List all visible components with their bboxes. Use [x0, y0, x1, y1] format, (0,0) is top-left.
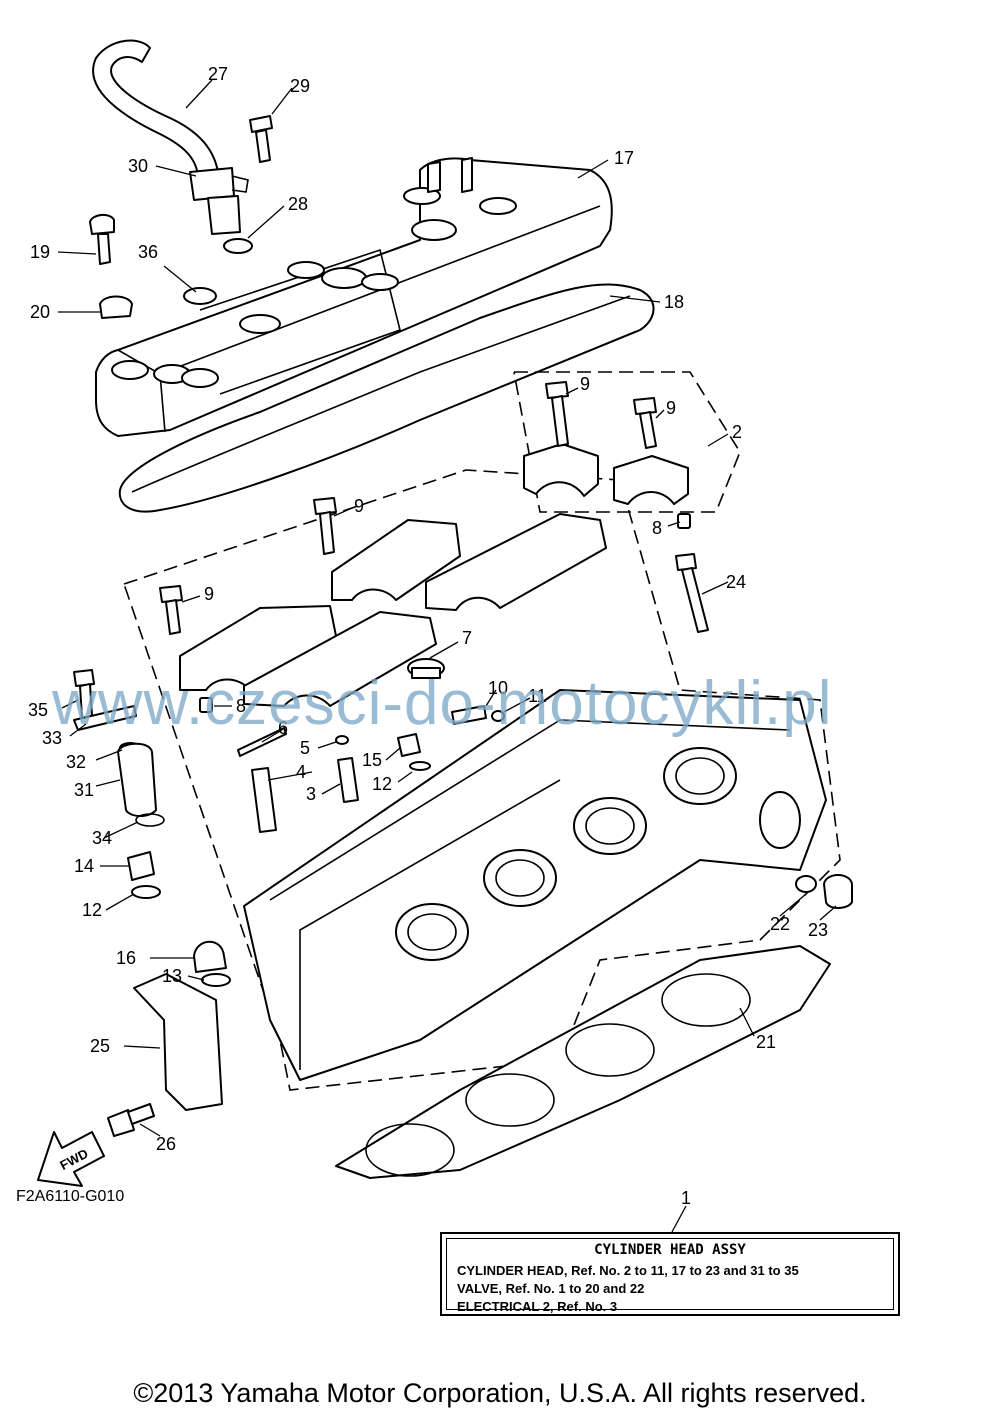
callout-16: 16 — [116, 948, 136, 968]
callout-3: 3 — [306, 784, 316, 804]
cap-31 — [117, 742, 157, 817]
callout-8-b: 8 — [236, 696, 246, 716]
callout-17: 17 — [614, 148, 634, 168]
callout-9-b: 9 — [666, 398, 676, 418]
callout-22: 22 — [770, 914, 790, 934]
watermark-text: www.czesci-do-motocykli.pl — [52, 669, 833, 738]
plug-36 — [183, 287, 217, 305]
bracket-33 — [73, 705, 137, 731]
callout-8-a: 8 — [652, 518, 662, 538]
cover-gasket — [118, 283, 655, 513]
o-ring-28 — [223, 238, 253, 254]
callout-5: 5 — [300, 738, 310, 758]
info-box-line-3: ELECTRICAL 2, Ref. No. 3 — [457, 1299, 618, 1314]
info-box-line-1: CYLINDER HEAD, Ref. No. 2 to 11, 17 to 2… — [457, 1263, 799, 1278]
callout-26: 26 — [156, 1134, 176, 1154]
forward-arrow-icon: FWD — [37, 1131, 105, 1187]
callout-21: 21 — [756, 1032, 776, 1052]
bolt-9-c — [313, 497, 337, 555]
callout-29: 29 — [290, 76, 310, 96]
breather-hose — [92, 39, 249, 235]
bracket-25 — [133, 973, 223, 1111]
bolt-29 — [249, 115, 273, 163]
callout-13: 13 — [162, 966, 182, 986]
dowel-8-b — [199, 697, 213, 713]
callout-6: 6 — [278, 718, 288, 738]
bolt-19 — [89, 214, 115, 265]
cap-nut-16 — [193, 940, 227, 973]
washer-13 — [201, 973, 231, 987]
dowel-8-a — [677, 513, 691, 529]
callout-9-c: 9 — [354, 496, 364, 516]
diagram-code: F2A6110-G010 — [16, 1188, 125, 1205]
callout-18: 18 — [664, 292, 684, 312]
callout-7: 7 — [462, 628, 472, 648]
nut-15 — [397, 733, 421, 757]
callout-25: 25 — [90, 1036, 110, 1056]
copyright-notice: ©2013 Yamaha Motor Corporation, U.S.A. A… — [133, 1378, 867, 1408]
callout-numbers: 27 29 30 28 17 19 36 20 18 9 9 2 9 8 9 2… — [28, 64, 828, 1208]
clip-5 — [335, 735, 349, 745]
seal-7 — [407, 658, 445, 679]
nut-14 — [127, 851, 155, 881]
callout-1: 1 — [681, 1188, 691, 1208]
bolt-35 — [73, 669, 95, 719]
callout-31: 31 — [74, 780, 94, 800]
callout-20: 20 — [30, 302, 50, 322]
grommet-20 — [99, 295, 133, 319]
washer-22 — [795, 875, 817, 893]
callout-30: 30 — [128, 156, 148, 176]
callout-12-a: 12 — [372, 774, 392, 794]
bolt-24 — [675, 553, 709, 633]
info-box-line-2: VALVE, Ref. No. 1 to 20 and 22 — [457, 1281, 645, 1296]
leader-lines — [57, 79, 837, 1233]
bolt-9-d — [159, 585, 183, 635]
callout-14: 14 — [74, 856, 94, 876]
washer-11 — [491, 710, 505, 722]
head-gasket — [335, 945, 831, 1179]
bolt-26 — [107, 1103, 155, 1137]
cylinder-head — [243, 689, 827, 1081]
o-ring-34 — [135, 813, 165, 827]
washer-12-b — [131, 885, 161, 899]
info-box-inner: CYLINDER HEAD ASSY CYLINDER HEAD, Ref. N… — [446, 1238, 894, 1314]
callout-27: 27 — [208, 64, 228, 84]
callout-28: 28 — [288, 194, 308, 214]
sensor-3 — [337, 757, 359, 803]
sleeve-4 — [251, 767, 277, 833]
camshaft-cap-upper-1 — [523, 443, 599, 497]
callout-4: 4 — [296, 762, 306, 782]
callout-35: 35 — [28, 700, 48, 720]
callout-2: 2 — [732, 422, 742, 442]
callout-11: 11 — [528, 686, 547, 706]
callout-10: 10 — [488, 678, 508, 698]
bolt-9-b — [633, 397, 657, 449]
info-box-title: CYLINDER HEAD ASSY — [594, 1242, 746, 1258]
plug-23 — [823, 874, 853, 909]
callout-12-b: 12 — [82, 900, 102, 920]
callout-23: 23 — [808, 920, 828, 940]
bolt-9-a — [545, 381, 569, 447]
washer-12-a — [409, 761, 431, 771]
callout-9-d: 9 — [204, 584, 214, 604]
callout-34: 34 — [92, 828, 112, 848]
callout-33: 33 — [42, 728, 62, 748]
callout-9-a: 9 — [580, 374, 590, 394]
camshaft-holder-2 — [179, 605, 437, 707]
camshaft-cap-upper-2 — [613, 455, 689, 505]
callout-19: 19 — [30, 242, 50, 262]
callout-32: 32 — [66, 752, 86, 772]
bolt-10 — [451, 705, 487, 725]
callout-36: 36 — [138, 242, 158, 262]
info-box: CYLINDER HEAD ASSY CYLINDER HEAD, Ref. N… — [440, 1232, 900, 1316]
camshaft-holder-1 — [331, 513, 607, 611]
callout-24: 24 — [726, 572, 746, 592]
callout-15: 15 — [362, 750, 382, 770]
